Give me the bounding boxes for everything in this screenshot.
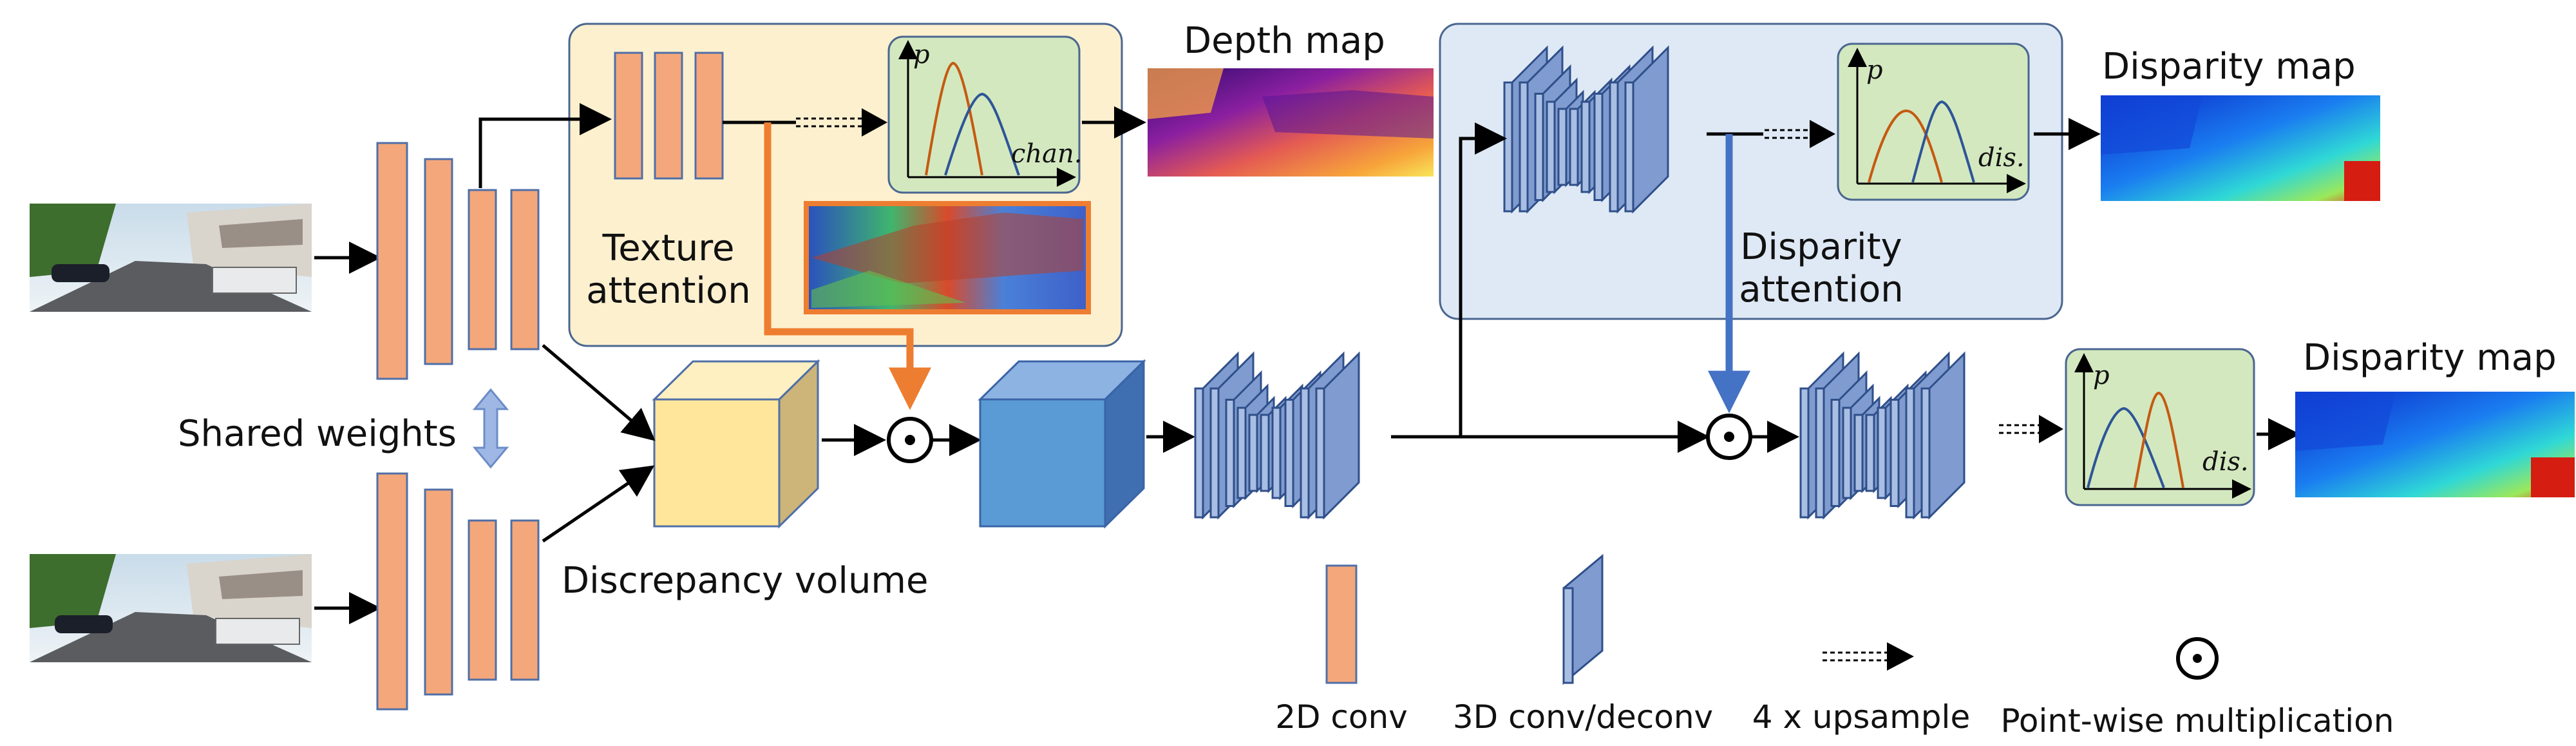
discrepancy-volume-cube: [652, 359, 820, 529]
conv3d-layer-face: [1877, 406, 1887, 499]
legend-2d-conv-label: 2D conv: [1275, 698, 1408, 736]
legend-2d-conv-swatch: [1325, 564, 1358, 684]
conv3d-hourglass-top: [1503, 45, 1669, 214]
conv3d-layer-face: [1593, 93, 1604, 201]
legend-pointwise-swatch: [2176, 637, 2219, 680]
depth-map-label: Depth map: [1184, 20, 1385, 62]
conv2d-block: [424, 158, 453, 365]
conv3d-layer-face: [1624, 81, 1634, 213]
arrow-top-encoder-to-volume: [542, 344, 656, 441]
texture-attention-label-line2: attention: [586, 270, 750, 312]
conv2d-block: [510, 189, 540, 350]
conv3d-layer-face: [1557, 108, 1567, 186]
plot-curve-blue: [1911, 100, 1975, 183]
legend-upsample-swatch: [1823, 642, 1914, 671]
disparity-plot-top-x-label: dis.: [1978, 143, 2025, 173]
conv3d-layer-face: [1503, 81, 1513, 213]
conv3d-layer-face: [1920, 387, 1931, 519]
pointwise-multiplication-node: [887, 417, 933, 463]
conv2d-block: [468, 189, 497, 350]
pointwise-multiplication-node: [1706, 414, 1752, 460]
conv3d-layer-face: [1905, 387, 1915, 519]
plot-curve-blue: [944, 92, 1020, 176]
conv2d-block: [376, 472, 408, 711]
conv3d-layer-face: [1830, 399, 1841, 507]
conv3d-layer-face: [1284, 399, 1294, 507]
conv3d-layer-face: [1889, 399, 1900, 507]
disparity-map-bottom-label: Disparity map: [2303, 337, 2557, 379]
arrow-encoder-to-texture-attention: [478, 103, 612, 188]
disparity-probability-plot-bottom: [2065, 348, 2255, 506]
plot-curve-orange: [2134, 391, 2184, 488]
disparity-map-top-image: [2101, 95, 2380, 201]
weighted-volume-cube: [978, 359, 1146, 529]
conv3d-layer-face: [1315, 387, 1325, 519]
conv3d-layer-face: [1609, 81, 1619, 213]
conv3d-layer-face: [1248, 414, 1258, 492]
texture-attention-heatmap: [804, 201, 1091, 314]
conv3d-layer-face: [1546, 100, 1556, 193]
right-input-image: [30, 554, 312, 662]
texture-plot-x-label: chan.: [1011, 139, 1083, 169]
conv3d-layer-face: [1580, 100, 1591, 193]
legend-3d-conv-label: 3D conv/deconv: [1453, 698, 1713, 736]
legend-pointwise-label: Point-wise multiplication: [2001, 702, 2394, 740]
discrepancy-volume-label: Discrepancy volume: [562, 560, 928, 602]
conv3d-layer-face: [1260, 414, 1270, 492]
conv3d-layer-face: [1799, 387, 1810, 519]
disparity-attention-label-line1: Disparity: [1740, 226, 1902, 268]
conv3d-layer-face: [1815, 387, 1825, 519]
texture-plot-y-label: p: [913, 40, 930, 70]
conv3d-layer-face: [1853, 414, 1864, 492]
plot-curve-orange: [925, 61, 983, 176]
disparity-map-bottom-image: [2295, 392, 2575, 497]
conv3d-layer-face: [1225, 399, 1235, 507]
conv3d-layer-face: [1865, 414, 1875, 492]
conv2d-block: [614, 52, 643, 180]
conv2d-block: [510, 519, 540, 681]
disparity-probability-plot-top: [1837, 43, 2030, 201]
depth-map-image: [1148, 68, 1434, 177]
conv3d-layer-face: [1534, 93, 1544, 201]
conv3d-layer-face: [1209, 387, 1220, 519]
left-input-image: [30, 204, 312, 312]
conv3d-layer-face: [1194, 387, 1204, 519]
disparity-plot-bottom-x-label: dis.: [2202, 447, 2249, 477]
texture-probability-plot: [887, 35, 1081, 194]
conv3d-hourglass-bottom: [1799, 351, 1965, 520]
conv2d-block: [376, 142, 408, 380]
disparity-attention-label-line2: attention: [1739, 269, 1903, 311]
legend-3d-conv-swatch: [1562, 553, 1604, 685]
texture-attention-orange-arrow: [764, 122, 931, 410]
conv3d-layer-face: [1569, 108, 1579, 186]
conv3d-layer-face: [1271, 406, 1282, 499]
conv3d-layer-face: [1300, 387, 1310, 519]
legend-upsample-label: 4 x upsample: [1752, 698, 1970, 736]
conv3d-layer-face: [1519, 81, 1529, 213]
shared-weights-label: Shared weights: [178, 413, 457, 455]
conv2d-block: [654, 52, 683, 180]
conv3d-hourglass-middle: [1194, 351, 1360, 520]
plot-curve-orange: [1868, 109, 1943, 183]
disparity-plot-bottom-y-label: p: [2093, 361, 2110, 390]
conv2d-block: [694, 52, 724, 180]
conv3d-layer-face: [1236, 406, 1247, 499]
disparity-map-top-label: Disparity map: [2102, 46, 2356, 88]
plot-curve-blue: [2087, 406, 2165, 488]
texture-attention-label-line1: Texture: [602, 227, 735, 269]
disparity-plot-top-y-label: p: [1866, 55, 1883, 85]
arrow-bottom-encoder-to-volume: [542, 465, 655, 543]
upsample-arrow: [1765, 120, 1835, 148]
conv2d-block: [424, 488, 453, 696]
shared-weights-double-arrow: [472, 388, 509, 469]
conv2d-block: [468, 519, 497, 681]
upsample-arrow: [796, 108, 887, 137]
upsample-arrow: [1999, 415, 2063, 443]
conv3d-layer-face: [1842, 406, 1852, 499]
arrow-trunk-to-disparity-attention: [1459, 122, 1507, 437]
